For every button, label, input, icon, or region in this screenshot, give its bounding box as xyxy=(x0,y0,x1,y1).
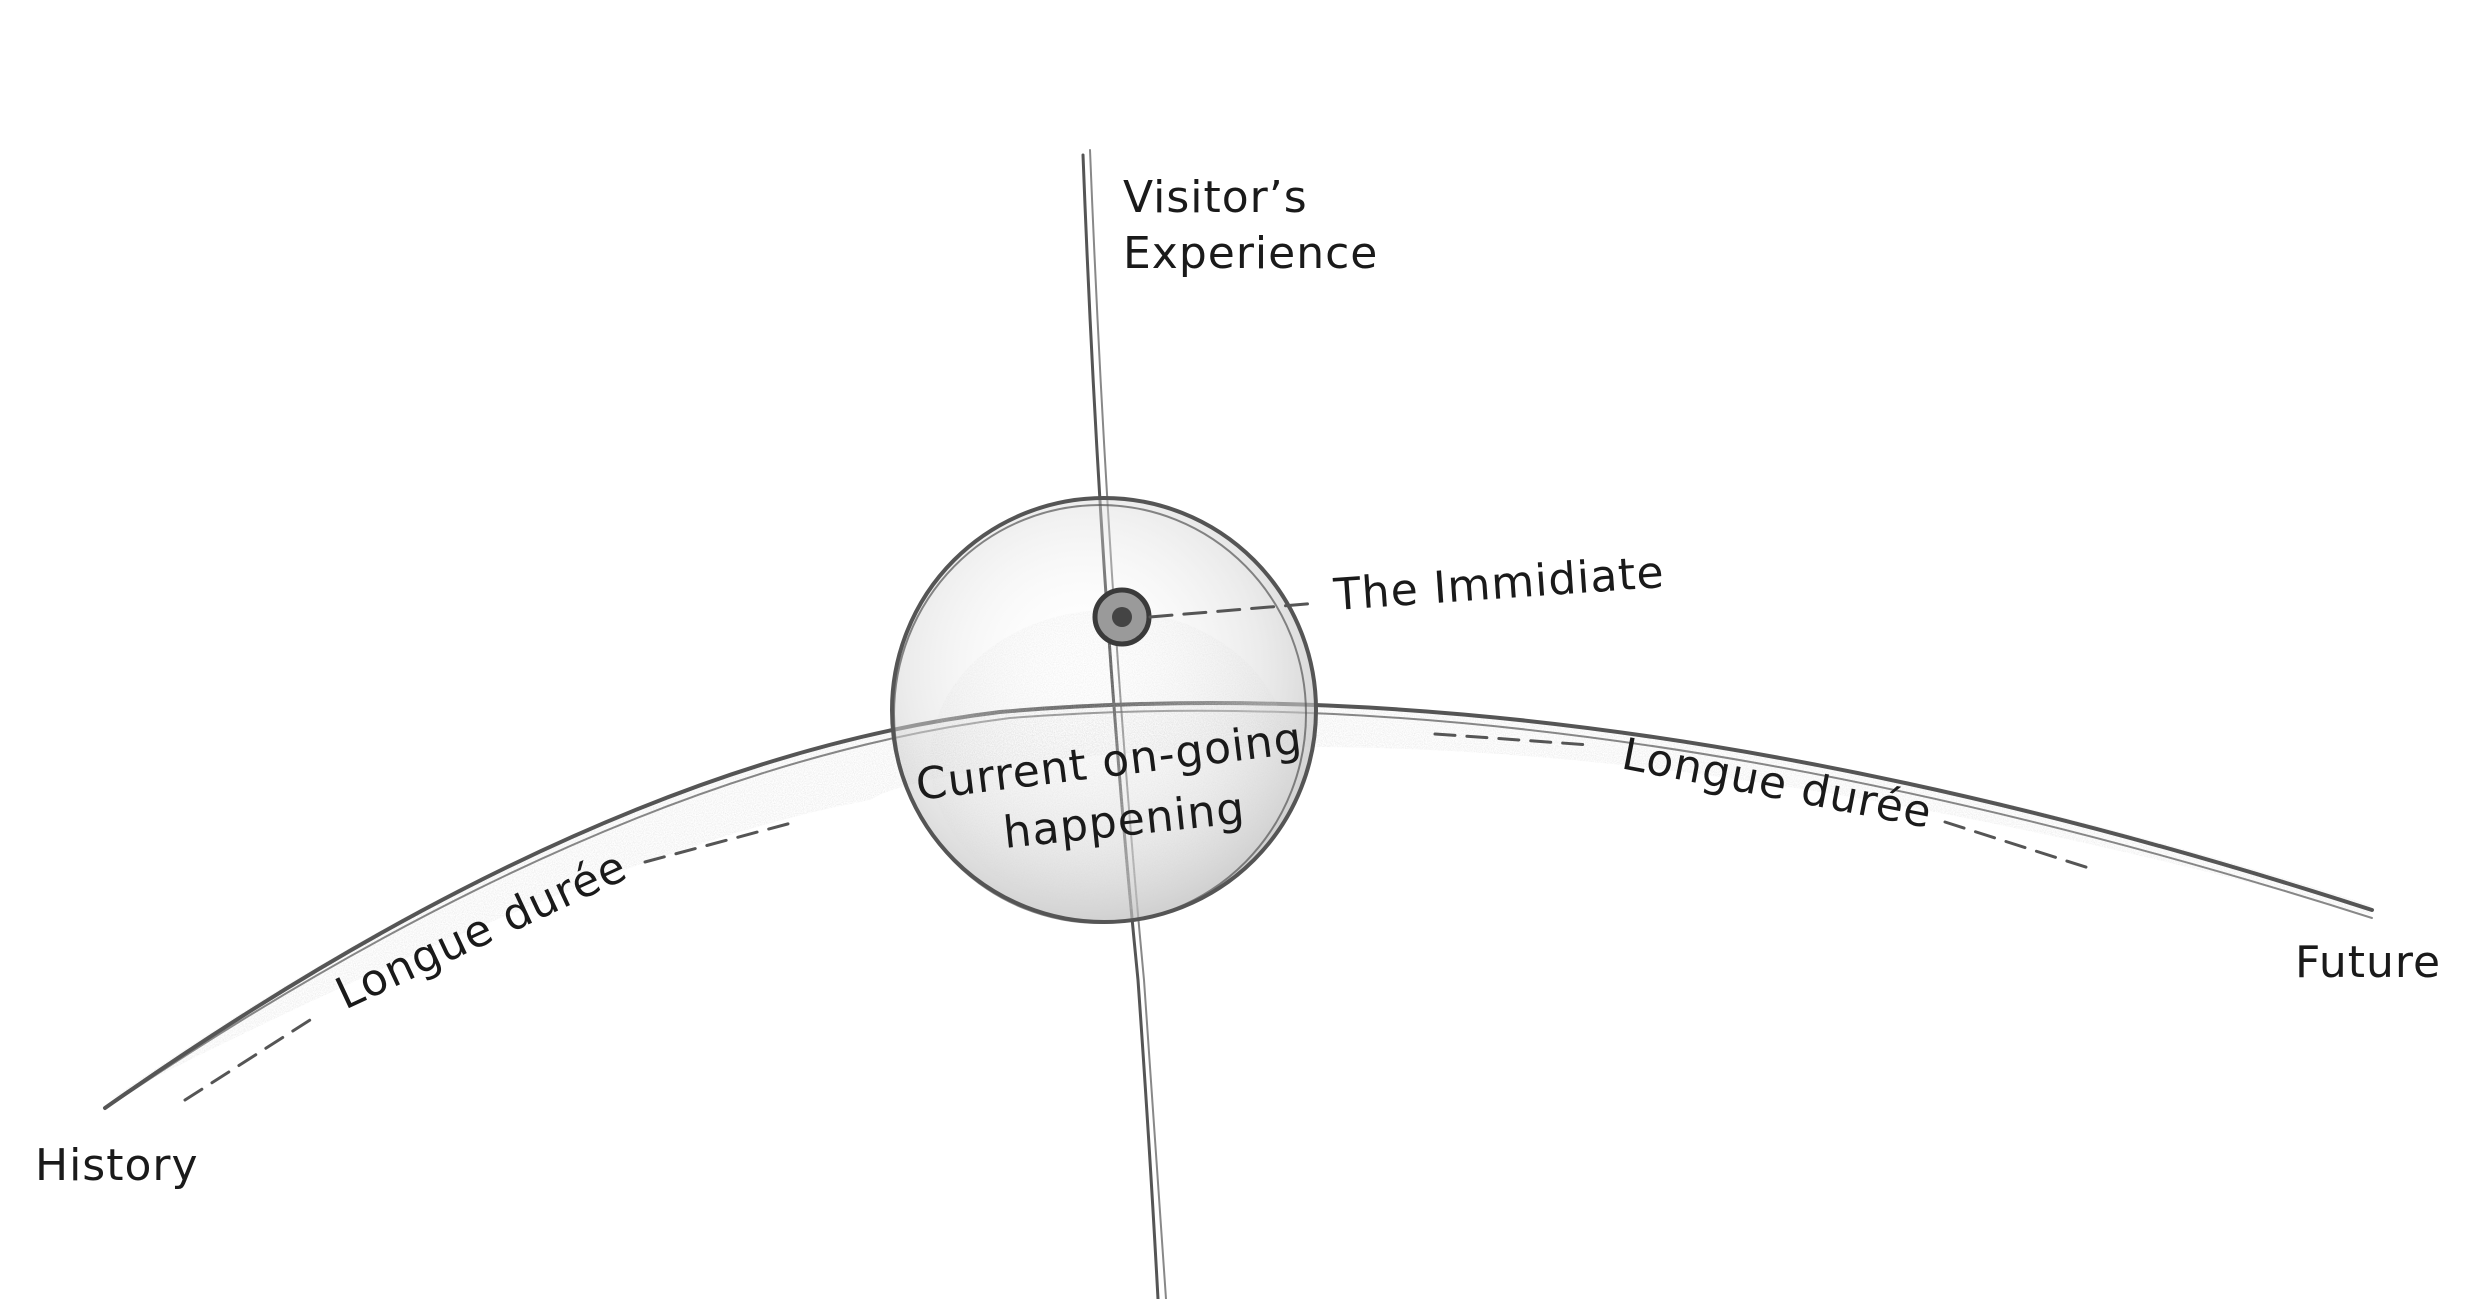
longue-duree-right-dash-left xyxy=(1433,732,1592,747)
longue-duree-left-label: Longue durée xyxy=(328,841,635,1020)
current-sphere-outline-trace xyxy=(893,504,1307,924)
current-sphere-shading xyxy=(930,610,1290,910)
immidiate-leader xyxy=(1148,601,1320,619)
future-label: Future xyxy=(2295,937,2441,988)
the-immidiate-label: The Immidiate xyxy=(1331,547,1666,621)
history-label: History xyxy=(35,1140,199,1191)
arc-shading xyxy=(110,701,2370,1100)
longue-duree-right-dash-right xyxy=(1943,820,2097,872)
immidiate-point-core xyxy=(1112,607,1132,627)
longue-duree-right-label: Longue durée xyxy=(1618,729,1936,839)
longue-duree-left-dash-lower xyxy=(183,1018,312,1102)
visitors-experience-label-line1: Visitor’s xyxy=(1123,172,1308,223)
longue-duree-left-dash-upper xyxy=(643,820,797,864)
visitors-experience-label-line2: Experience xyxy=(1123,228,1378,279)
